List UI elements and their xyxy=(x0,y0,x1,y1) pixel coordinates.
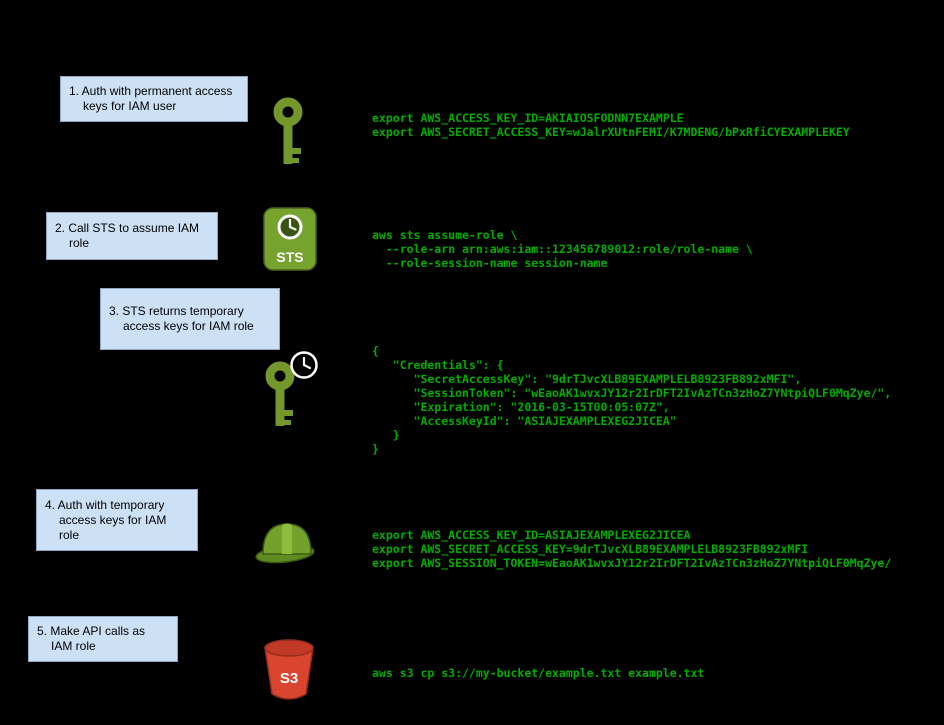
step-2-code: aws sts assume-role \ --role-arn arn:aws… xyxy=(372,228,753,270)
step-3-label: 3. STS returns temporary access keys for… xyxy=(109,304,254,333)
iam-user-key-icon xyxy=(264,96,318,175)
s3-bucket-icon: S3 xyxy=(260,636,318,709)
step-4-box: 4. Auth with temporary access keys for I… xyxy=(36,489,198,551)
step-3-box: 3. STS returns temporary access keys for… xyxy=(100,288,280,350)
step-1-code: export AWS_ACCESS_KEY_ID=AKIAIOSFODNN7EX… xyxy=(372,111,850,139)
temporary-key-clock-icon xyxy=(256,350,322,437)
step-5-label: 5. Make API calls as IAM role xyxy=(37,624,146,653)
sts-icon: STS xyxy=(263,207,317,276)
step-2-box: 2. Call STS to assume IAM role xyxy=(46,212,218,260)
step-4-code: export AWS_ACCESS_KEY_ID=ASIAJEXAMPLEXEG… xyxy=(372,528,892,570)
step-5-box: 5. Make API calls as IAM role xyxy=(28,616,178,662)
step-1-label: 1. Auth with permanent access keys for I… xyxy=(69,84,233,113)
step-5-code: aws s3 cp s3://my-bucket/example.txt exa… xyxy=(372,666,705,680)
step-4-label: 4. Auth with temporary access keys for I… xyxy=(45,497,167,542)
iam-role-hardhat-icon xyxy=(254,510,320,573)
step-2-label: 2. Call STS to assume IAM role xyxy=(55,221,200,250)
step-1-box: 1. Auth with permanent access keys for I… xyxy=(60,76,248,122)
sts-icon-label: STS xyxy=(276,249,303,265)
step-3-code: { "Credentials": { "SecretAccessKey": "9… xyxy=(372,344,892,456)
s3-icon-label: S3 xyxy=(280,670,298,687)
